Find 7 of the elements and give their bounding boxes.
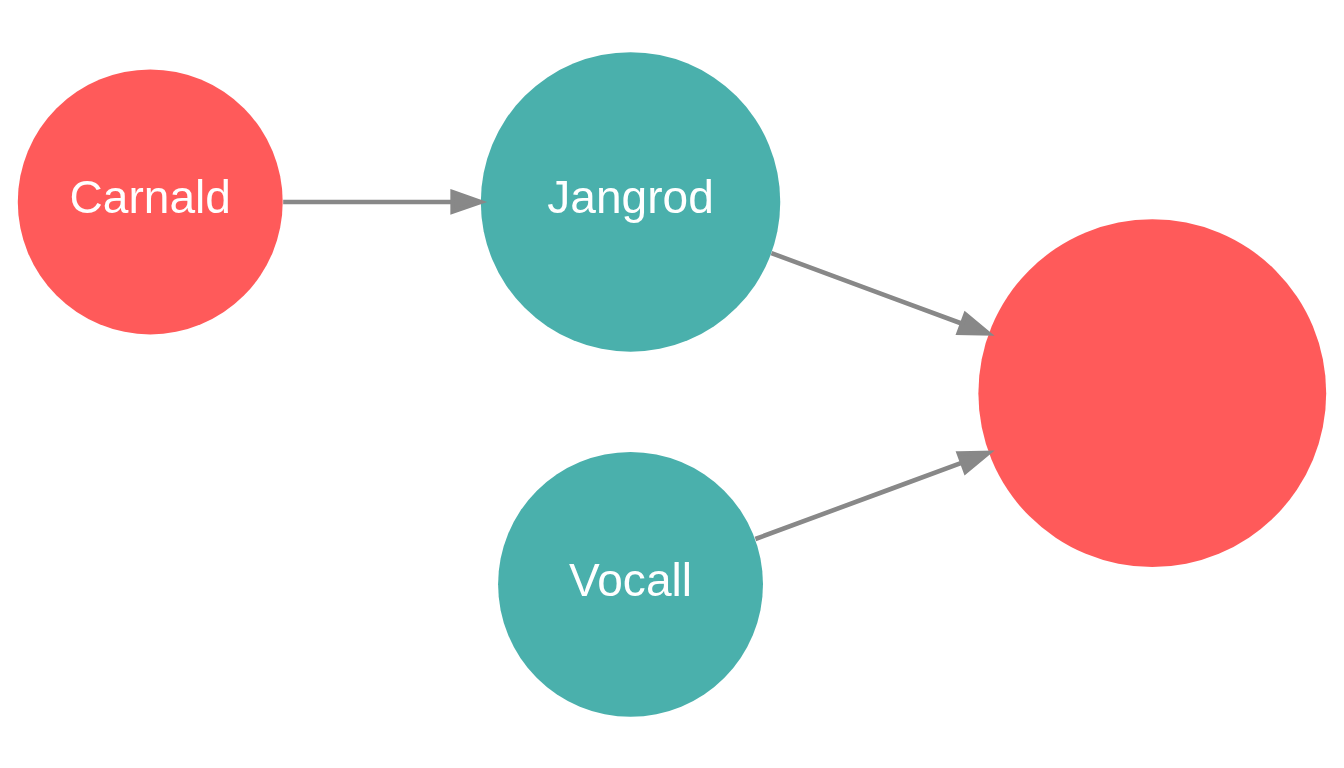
node-circle: Jangrod xyxy=(480,51,781,352)
node-circle: Vocall xyxy=(498,451,763,717)
arrow xyxy=(283,188,488,215)
arrow xyxy=(754,450,995,541)
arrow xyxy=(770,250,995,336)
node-circle: Carnald xyxy=(17,69,283,334)
node-circle xyxy=(978,218,1327,567)
